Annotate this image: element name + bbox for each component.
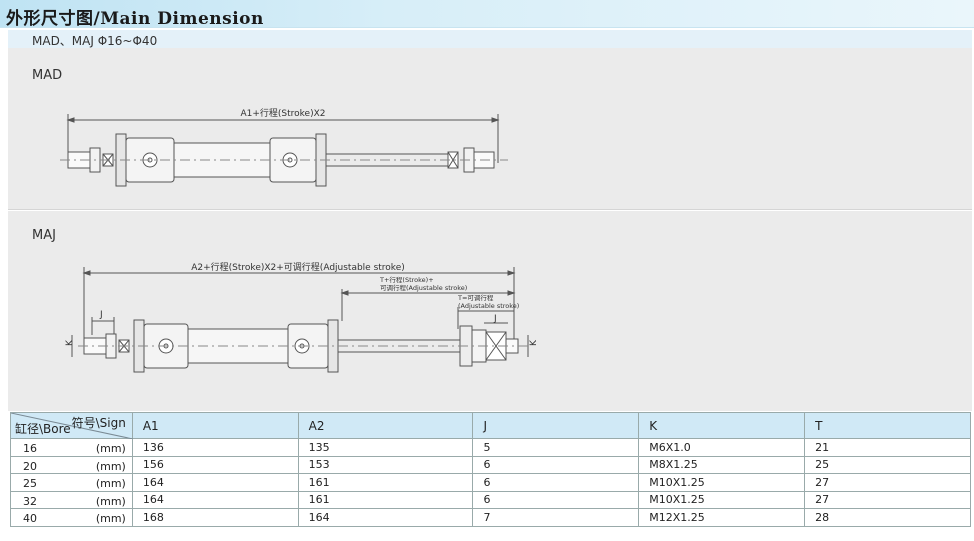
j-cell: 7: [472, 508, 640, 527]
maj-dimension-t-2: (Adjustable stroke): [458, 302, 519, 310]
table-row: 40 (mm) 168 164 7 M12X1.25 28: [10, 508, 971, 527]
table-row: 20 (mm) 156 153 6 M8X1.25 25: [10, 455, 971, 474]
table-row: 25 (mm) 164 161 6 M10X1.25 27: [10, 473, 971, 492]
col-header-j: J: [472, 412, 640, 439]
mad-cylinder-drawing: A1+行程(Stroke)X2: [60, 107, 508, 187]
table-row: 32 (mm) 164 161 6 M10X1.25 27: [10, 490, 971, 509]
unit-label: (mm): [95, 459, 126, 473]
j-cell: 5: [472, 438, 640, 457]
corner-bore-label: 缸径\Bore: [15, 422, 71, 436]
table-header-row: 符号\Sign 缸径\Bore A1 A2 J K T: [10, 412, 971, 439]
mad-label: MAD: [32, 68, 63, 83]
corner-sign-label: 符号\Sign: [71, 416, 126, 430]
k-cell: M10X1.25: [638, 490, 806, 509]
bore-value: 32: [23, 494, 37, 508]
maj-dimension-t-1: T=可调行程: [457, 293, 494, 302]
bore-value: 16: [23, 442, 37, 455]
table-corner-cell: 符号\Sign 缸径\Bore: [10, 412, 133, 439]
k-cell: M10X1.25: [638, 473, 806, 492]
k-cell: M12X1.25: [638, 508, 806, 527]
bore-cell: 32 (mm): [10, 490, 133, 509]
maj-dimension-j-left: J: [99, 310, 103, 320]
unit-label: (mm): [95, 512, 126, 525]
a2-cell: 135: [297, 438, 474, 457]
maj-dimension-k-left: K: [65, 339, 75, 346]
dimension-table: 符号\Sign 缸径\Bore A1 A2 J K T 16 (mm) 136 1…: [10, 412, 971, 527]
mad-diagram-panel: MAD: [8, 48, 972, 210]
model-subheader: MAD、MAJ Φ16~Φ40: [8, 30, 972, 48]
a2-cell: 164: [297, 508, 474, 527]
k-cell: M6X1.0: [638, 438, 806, 457]
bore-cell: 16 (mm): [10, 438, 133, 457]
section-header: 外形尺寸图/Main Dimension: [0, 0, 974, 29]
col-header-a2: A2: [297, 412, 474, 439]
k-cell: M8X1.25: [638, 455, 806, 474]
a2-cell: 153: [297, 455, 474, 474]
unit-label: (mm): [95, 494, 126, 508]
section-title: 外形尺寸图/Main Dimension: [6, 9, 264, 29]
a2-cell: 161: [297, 490, 474, 509]
bore-cell: 40 (mm): [10, 508, 133, 527]
a1-cell: 168: [131, 508, 299, 527]
t-cell: 25: [804, 455, 971, 474]
col-header-t: T: [804, 412, 971, 439]
a1-cell: 164: [131, 473, 299, 492]
t-cell: 28: [804, 508, 971, 527]
j-cell: 6: [472, 455, 640, 474]
maj-cylinder-drawing: A2+行程(Stroke)X2+可调行程(Adjustable stroke) …: [65, 261, 539, 373]
bore-cell: 20 (mm): [10, 455, 133, 474]
model-range: MAD、MAJ Φ16~Φ40: [32, 34, 158, 48]
bore-cell: 25 (mm): [10, 473, 133, 492]
a1-cell: 136: [131, 438, 299, 457]
unit-label: (mm): [95, 442, 126, 455]
t-cell: 21: [804, 438, 971, 457]
maj-dimension-t-stroke-1: T+行程(Stroke)+: [379, 275, 434, 284]
bore-value: 25: [23, 477, 37, 490]
a2-cell: 161: [297, 473, 474, 492]
a1-cell: 156: [131, 455, 299, 474]
bore-value: 40: [23, 512, 37, 525]
maj-dimension-t-stroke-2: 可调行程(Adjustable stroke): [380, 283, 467, 292]
maj-label: MAJ: [32, 228, 56, 243]
a1-cell: 164: [131, 490, 299, 509]
bore-value: 20: [23, 459, 37, 473]
mad-dimension-a1: A1+行程(Stroke)X2: [240, 107, 325, 119]
maj-diagram-panel: MAJ: [8, 211, 972, 411]
maj-dimension-a2: A2+行程(Stroke)X2+可调行程(Adjustable stroke): [191, 261, 405, 273]
col-header-a1: A1: [131, 412, 299, 439]
maj-dimension-j-right: J: [493, 314, 497, 324]
col-header-k: K: [638, 412, 806, 439]
t-cell: 27: [804, 473, 971, 492]
table-row: 16 (mm) 136 135 5 M6X1.0 21: [10, 438, 971, 457]
t-cell: 27: [804, 490, 971, 509]
unit-label: (mm): [95, 477, 126, 490]
maj-dimension-k-right: K: [529, 339, 539, 346]
j-cell: 6: [472, 490, 640, 509]
j-cell: 6: [472, 473, 640, 492]
